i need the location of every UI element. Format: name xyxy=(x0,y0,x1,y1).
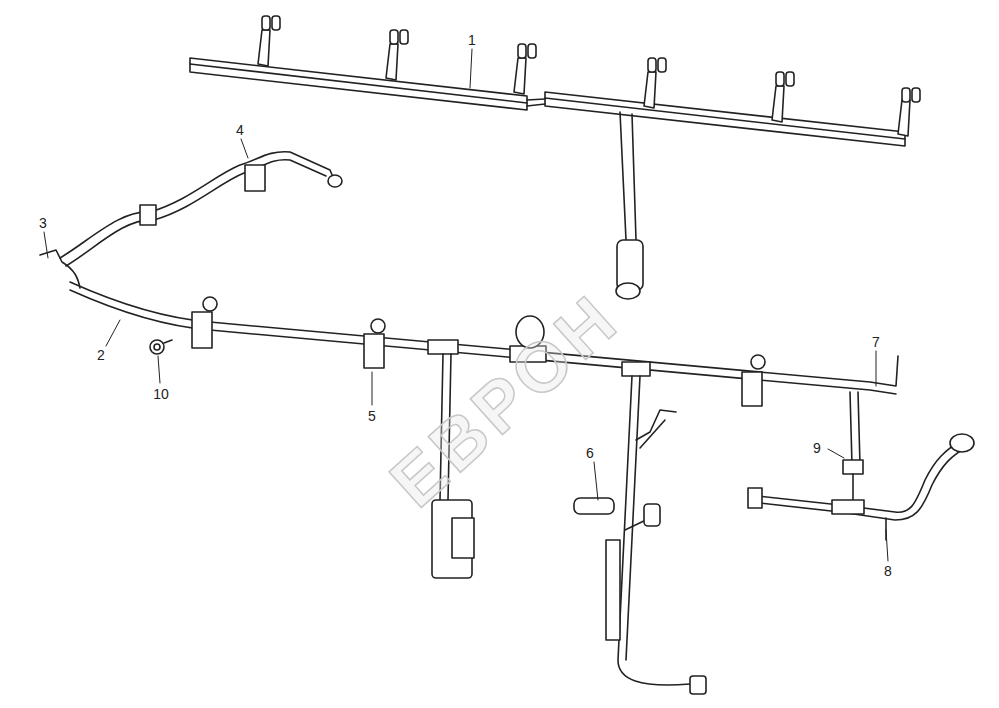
callout-number: 3 xyxy=(39,216,47,230)
callout-number: 1 xyxy=(468,33,476,47)
callout-number: 5 xyxy=(368,409,376,423)
callout-number: 2 xyxy=(97,348,105,362)
callout-number: 8 xyxy=(884,564,892,578)
callout-number: 9 xyxy=(813,441,821,455)
callout-number: 7 xyxy=(872,335,880,349)
callout-number: 10 xyxy=(153,387,169,401)
callout-number: 6 xyxy=(586,446,594,460)
callout-number: 4 xyxy=(236,123,244,137)
